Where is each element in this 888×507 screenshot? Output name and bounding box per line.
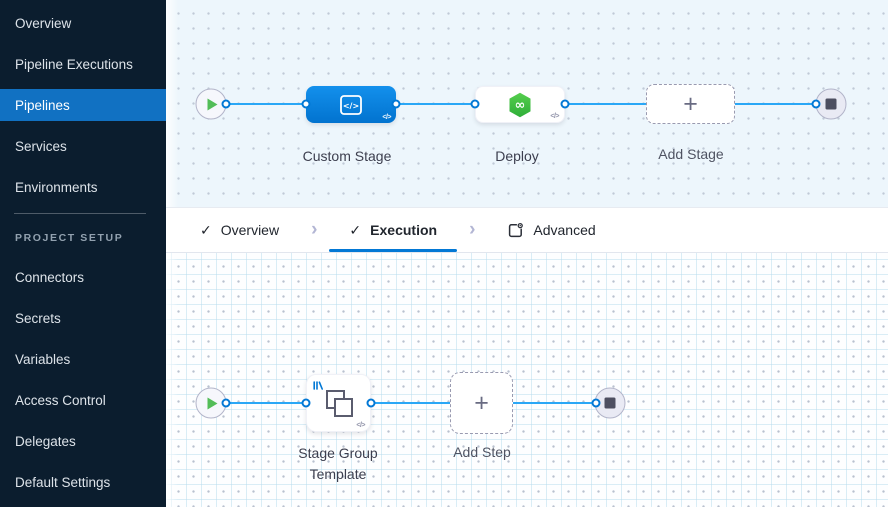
sidebar-item-connectors[interactable]: Connectors	[15, 269, 85, 285]
connector-port[interactable]	[391, 99, 401, 109]
connector-port[interactable]	[221, 99, 231, 109]
template-library-badge-icon	[313, 378, 324, 396]
tab-advanced[interactable]: Advanced	[487, 208, 615, 252]
sidebar-item-pipeline-executions[interactable]: Pipeline Executions	[15, 56, 133, 72]
plus-icon: +	[474, 388, 489, 417]
chevron-right-icon: ›	[469, 219, 476, 240]
sidebar-item-default-settings[interactable]: Default Settings	[15, 474, 111, 490]
pipeline-studio-tabbar: ✓ Overview › ✓ Execution › Advanced	[166, 207, 888, 253]
stop-icon	[604, 397, 616, 409]
sidebar-item-delegates[interactable]: Delegates	[15, 433, 76, 449]
connector-port[interactable]	[811, 99, 821, 109]
code-badge: </>	[382, 114, 391, 121]
tab-advanced-label: Advanced	[533, 222, 596, 238]
deploy-stage-label: Deploy	[495, 148, 539, 164]
add-stage-label: Add Stage	[658, 146, 724, 162]
stage-pipeline-canvas[interactable]: </> </> Custom Stage ∞ </>	[166, 0, 888, 207]
check-icon: ✓	[200, 221, 212, 238]
sidebar-item-overview[interactable]: Overview	[15, 15, 72, 31]
add-stage-button[interactable]: +	[646, 84, 735, 124]
tab-overview-label: Overview	[220, 222, 280, 238]
stage-group-template-label-line2: Template	[309, 466, 367, 482]
sidebar-section-project-setup: PROJECT SETUP	[15, 232, 124, 244]
deploy-cd-icon: ∞	[509, 92, 531, 117]
deploy-stage-node[interactable]: ∞ </>	[475, 86, 565, 123]
tab-overview[interactable]: ✓ Overview	[180, 208, 299, 252]
svg-text:</>: </>	[343, 101, 359, 110]
execution-canvas[interactable]: </> Stage Group Template + Add Step	[166, 253, 888, 507]
sidebar-item-environments[interactable]: Environments	[15, 179, 98, 195]
connector-port[interactable]	[591, 398, 601, 408]
sidebar-nav: Overview Pipeline Executions Pipelines S…	[0, 0, 166, 507]
play-icon	[207, 98, 218, 110]
stage-group-template-node[interactable]: </>	[306, 374, 371, 432]
sidebar-item-secrets[interactable]: Secrets	[15, 310, 61, 326]
check-icon: ✓	[349, 221, 362, 238]
pipeline-end-node[interactable]	[815, 88, 847, 120]
sidebar-item-access-control[interactable]: Access Control	[15, 392, 106, 408]
chevron-right-icon: ›	[311, 219, 318, 240]
connector-port[interactable]	[301, 99, 311, 109]
sidebar-item-pipelines[interactable]: Pipelines	[0, 89, 166, 121]
tab-execution-label: Execution	[370, 222, 438, 238]
code-badge: </>	[356, 422, 365, 429]
tab-execution[interactable]: ✓ Execution	[329, 208, 457, 252]
stage-group-template-label-line1: Stage Group	[298, 445, 378, 461]
flow-connector-line	[211, 402, 610, 404]
advanced-gear-panel-icon	[507, 222, 524, 239]
add-step-button[interactable]: +	[450, 372, 513, 434]
connector-port[interactable]	[470, 99, 480, 109]
connector-port[interactable]	[221, 398, 231, 408]
custom-stage-label: Custom Stage	[302, 148, 392, 164]
sidebar-item-services[interactable]: Services	[15, 138, 67, 154]
stop-icon	[825, 98, 837, 110]
custom-stage-icon: </>	[340, 94, 362, 115]
connector-port[interactable]	[560, 99, 570, 109]
add-step-label: Add Step	[453, 444, 511, 460]
stage-group-squares-icon	[325, 390, 353, 417]
custom-stage-node[interactable]: </> </>	[306, 86, 396, 123]
code-badge: </>	[550, 113, 559, 120]
pipeline-start-node[interactable]	[195, 88, 227, 120]
sidebar-divider	[14, 213, 146, 214]
plus-icon: +	[683, 89, 698, 118]
connector-port[interactable]	[366, 398, 376, 408]
connector-port[interactable]	[301, 398, 311, 408]
svg-text:∞: ∞	[515, 98, 526, 113]
play-icon	[207, 397, 218, 409]
main-content: </> </> Custom Stage ∞ </>	[166, 0, 888, 507]
sidebar-item-variables[interactable]: Variables	[15, 351, 71, 367]
stage-group-template-label: Stage Group Template	[298, 443, 377, 485]
